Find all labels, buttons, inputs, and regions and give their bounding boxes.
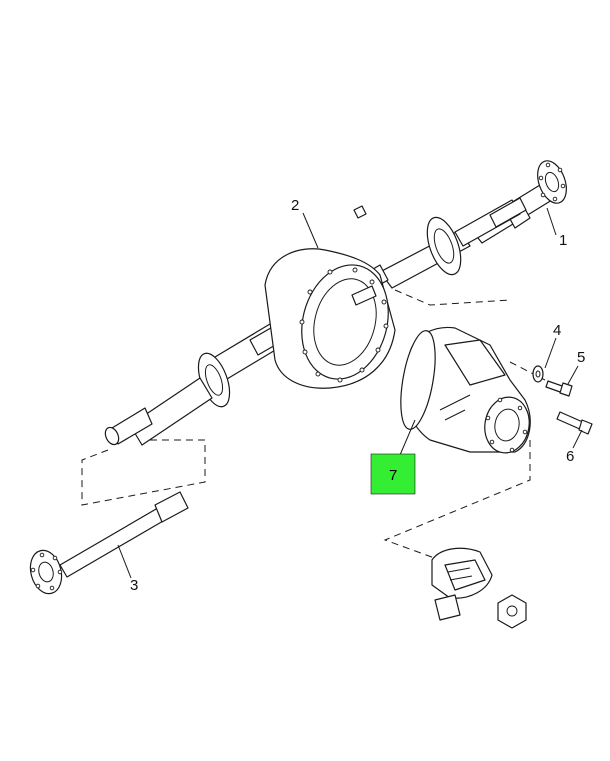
dashed-guide-carrier-bottom [509,361,546,381]
callout-5: 5 [577,349,585,366]
dashed-guide-carrier-top [394,289,511,306]
part-5-bolt[interactable] [545,380,573,397]
pinion-nut[interactable] [497,594,527,629]
callout-3: 3 [130,577,138,594]
callout-1: 1 [559,232,567,249]
flange-bolt-holes-3 [30,552,63,591]
part-7-differential-carrier[interactable] [395,326,534,456]
part-4-washer[interactable] [532,365,544,383]
carrier-bolt-holes [485,397,528,453]
part-6-bolt[interactable] [556,411,593,435]
part-2-axle-housing[interactable] [103,197,527,447]
callout-leaders [117,207,583,579]
callout-4: 4 [553,322,561,339]
housing-bolt-holes [299,267,389,383]
callout-2: 2 [291,197,299,214]
part-3-axle-shaft[interactable] [26,491,189,597]
flange-bolt-holes-1 [538,162,566,202]
callout-6: 6 [566,448,574,465]
callout-7-highlight[interactable]: 7 [370,453,416,495]
dashed-guide-shaft [81,439,206,506]
pinion-yoke[interactable] [431,547,493,621]
callout-7: 7 [389,467,397,484]
